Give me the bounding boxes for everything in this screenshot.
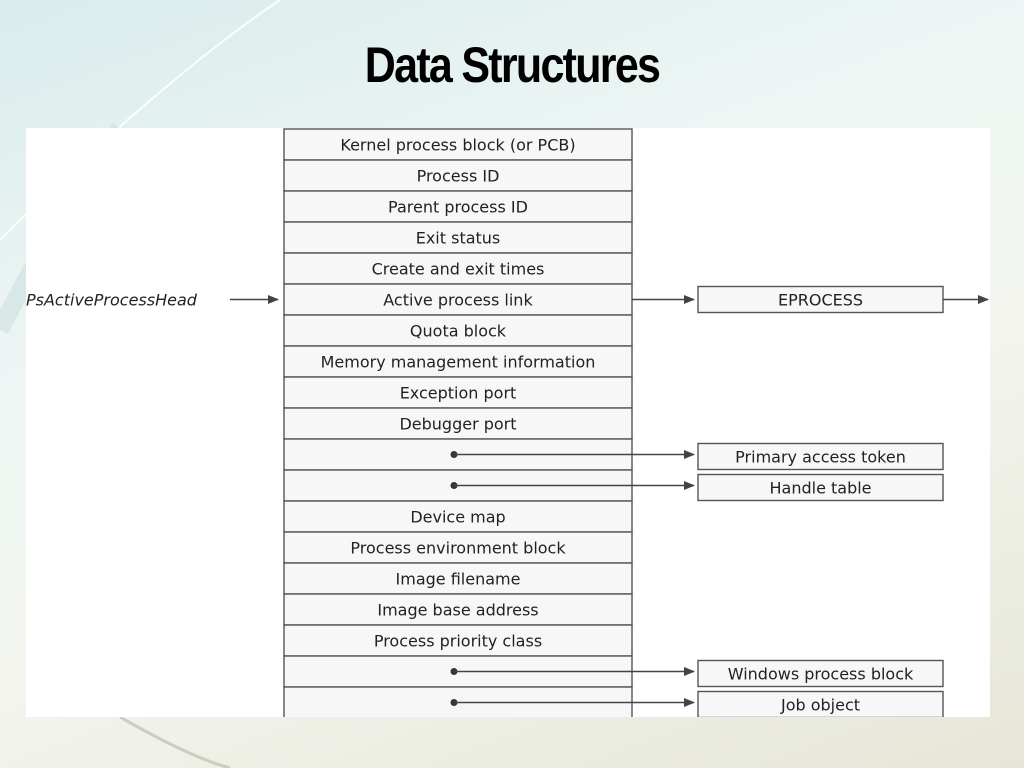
field-label: Memory management information [321, 353, 596, 372]
field-label: Process ID [417, 167, 500, 186]
target-label: EPROCESS [778, 291, 863, 310]
target-label: Primary access token [735, 448, 906, 467]
field-cell [283, 531, 633, 564]
field-label: Kernel process block (or PCB) [340, 136, 575, 155]
field-label: Process environment block [350, 539, 566, 558]
field-label: Create and exit times [372, 260, 545, 279]
field-cell [283, 190, 633, 223]
field-cell [283, 593, 633, 626]
field-cell [283, 283, 633, 316]
field-label: Exception port [400, 384, 517, 403]
slide-title: Data Structures [364, 37, 661, 93]
list-head-label: PsActiveProcessHead [26, 291, 198, 310]
eprocess-diagram: Kernel process block (or PCB) Process ID P… [26, 128, 990, 717]
field-cell [283, 407, 633, 440]
target-box [697, 473, 944, 502]
target-label: Handle table [769, 479, 871, 498]
field-label: Debugger port [399, 415, 516, 434]
target-box [697, 690, 944, 717]
target-box [697, 285, 944, 314]
field-cell [283, 252, 633, 285]
field-label: Parent process ID [388, 198, 528, 217]
field-cell [283, 314, 633, 347]
target-label: Windows process block [728, 665, 914, 684]
target-box [697, 659, 944, 688]
field-label: Quota block [410, 322, 507, 341]
field-label: Active process link [383, 291, 533, 310]
field-cell [283, 345, 633, 378]
field-label: Image base address [377, 601, 538, 620]
field-label: Exit status [416, 229, 501, 248]
target-box [697, 442, 944, 471]
field-label: Image filename [396, 570, 521, 589]
field-label: Device map [410, 508, 505, 527]
field-label: Process priority class [374, 632, 542, 651]
field-cell [283, 159, 633, 192]
field-cell [283, 624, 633, 657]
target-label: Job object [780, 696, 860, 715]
